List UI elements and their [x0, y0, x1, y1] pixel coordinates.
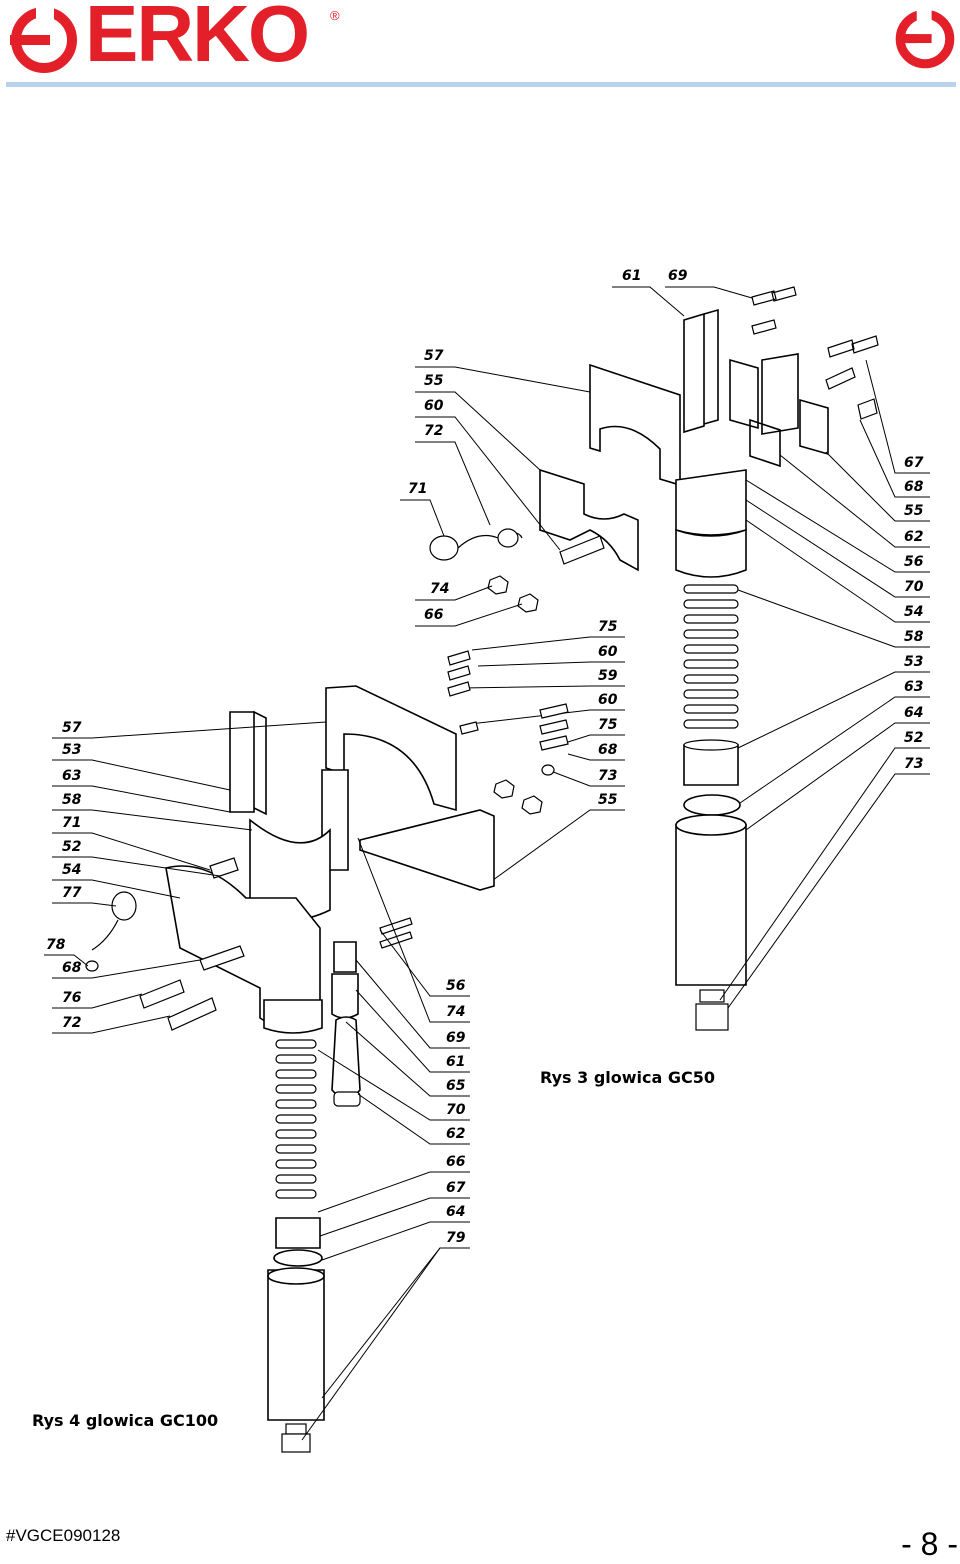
- callout: 73: [904, 756, 923, 772]
- gc50-caption: Rys 3 glowica GC50: [540, 1068, 715, 1087]
- registered-mark: ®: [330, 8, 340, 23]
- callout: 72: [62, 1015, 81, 1031]
- callout: 56: [446, 978, 466, 994]
- exploded-parts-diagram: 61 69 57 55 60 72 71 74 66 67 68 55 62 5…: [0, 92, 960, 1512]
- callout: 75: [598, 619, 618, 635]
- callout: 69: [446, 1030, 466, 1046]
- callout: 55: [598, 792, 618, 808]
- callout: 55: [424, 373, 444, 389]
- callout: 72: [424, 423, 443, 439]
- callout: 62: [904, 529, 923, 545]
- callout: 59: [598, 668, 618, 684]
- callout: 54: [62, 862, 81, 878]
- callout: 67: [446, 1180, 466, 1196]
- callout: 76: [62, 990, 82, 1006]
- callout: 74: [446, 1004, 465, 1020]
- gc100-spring: [275, 1039, 317, 1199]
- gc100-assembly: [85, 650, 569, 1453]
- gc50-leader-lines: [400, 286, 930, 1009]
- callout: 67: [904, 455, 924, 471]
- callout: 63: [904, 679, 923, 695]
- page-number: - 8 -: [901, 1526, 958, 1562]
- callout: 60: [598, 692, 618, 708]
- callout: 61: [446, 1054, 465, 1070]
- callout: 64: [904, 705, 923, 721]
- callout: 65: [446, 1078, 466, 1094]
- gc100-caption: Rys 4 glowica GC100: [32, 1411, 218, 1430]
- callout: 79: [446, 1230, 466, 1246]
- gc50-spring: [683, 584, 739, 729]
- callout: 78: [46, 937, 66, 953]
- callout: 55: [904, 503, 924, 519]
- callout: 77: [62, 885, 82, 901]
- callout: 62: [446, 1126, 465, 1142]
- gc50-callouts: 61 69 57 55 60 72 71 74 66 67 68 55 62 5…: [408, 268, 924, 1087]
- callout: 66: [446, 1154, 466, 1170]
- gc100-leader-lines: [44, 721, 470, 1441]
- callout: 52: [62, 839, 81, 855]
- callout: 53: [904, 654, 923, 670]
- callout: 68: [904, 479, 924, 495]
- brand-wordmark: ERKO: [85, 0, 310, 78]
- gc50-assembly: [429, 286, 879, 1031]
- erko-circle-logo-icon-right: [895, 6, 955, 69]
- callout: 54: [904, 604, 923, 620]
- callout: 56: [904, 554, 924, 570]
- callout: 75: [598, 717, 618, 733]
- callout: 60: [598, 644, 618, 660]
- erko-circle-logo-icon: [10, 2, 77, 73]
- header-rule: [6, 82, 956, 87]
- callout: 68: [598, 742, 618, 758]
- callout: 58: [904, 629, 924, 645]
- callout: 64: [446, 1204, 465, 1220]
- callout: 57: [424, 348, 444, 364]
- callout: 74: [430, 581, 449, 597]
- gc100-callouts: 57 53 63 58 71 52 54 77 78 68 76 72 56 7…: [32, 720, 466, 1430]
- callout: 73: [598, 768, 617, 784]
- callout: 66: [424, 607, 444, 623]
- callout: 71: [62, 815, 81, 831]
- callout: 53: [62, 742, 81, 758]
- page-header: ERKO ®: [0, 0, 960, 92]
- callout: 52: [904, 730, 923, 746]
- callout: 61: [622, 268, 641, 284]
- callout: 60: [424, 398, 444, 414]
- document-id: #VGCE090128: [6, 1526, 121, 1545]
- callout: 57: [62, 720, 82, 736]
- callout: 69: [668, 268, 688, 284]
- callout: 68: [62, 960, 82, 976]
- callout: 63: [62, 768, 81, 784]
- callout: 70: [446, 1102, 466, 1118]
- callout: 70: [904, 579, 924, 595]
- callout: 58: [62, 792, 82, 808]
- callout: 71: [408, 481, 427, 497]
